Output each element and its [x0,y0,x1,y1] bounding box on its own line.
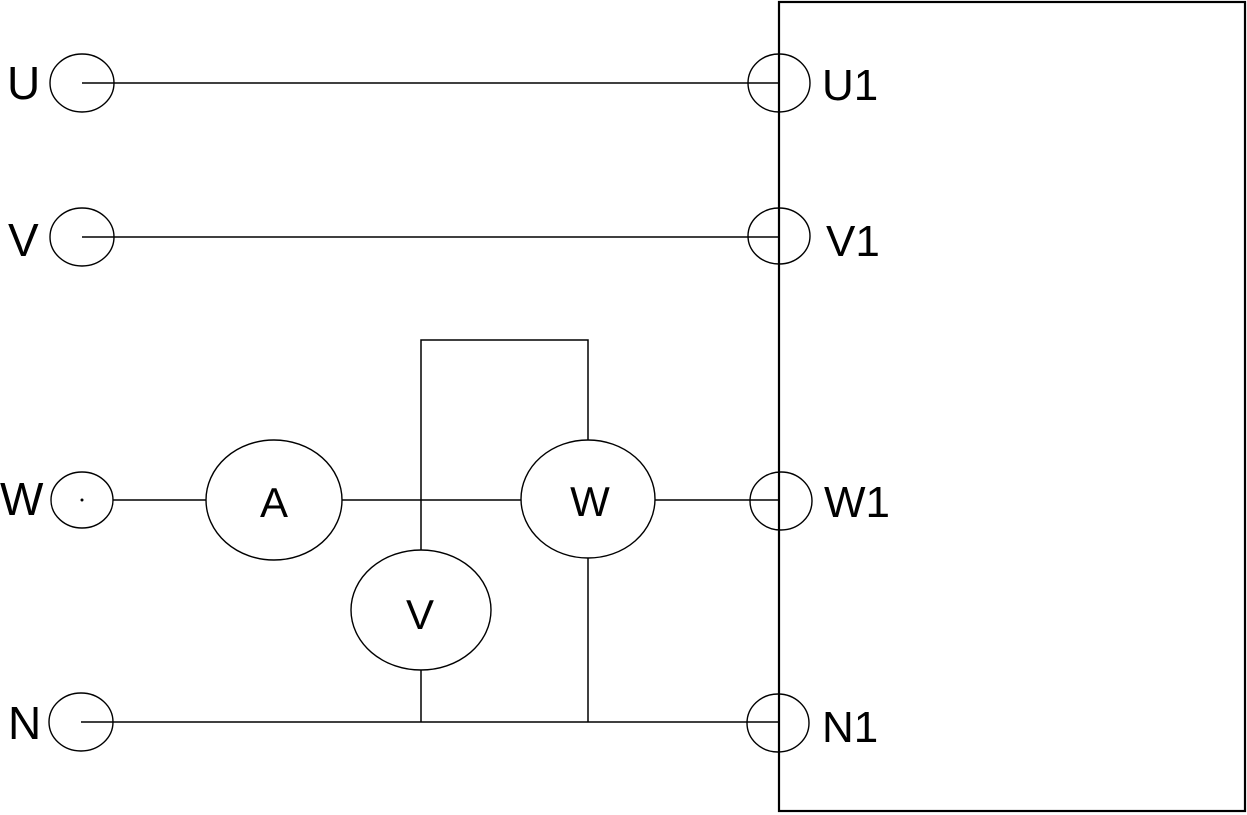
terminal-v: V [8,207,115,267]
load-terminals: U1 V1 W1 N1 [746,53,890,753]
terminal-v1-label: V1 [826,217,880,266]
terminal-u-circle [49,53,115,113]
terminal-w-center-dot [80,498,84,502]
voltmeter-circle [350,549,492,671]
terminal-u1-circle [747,53,811,113]
ammeter-circle [205,439,343,561]
wattmeter: W [520,439,656,559]
ammeter-label: A [260,479,288,526]
wire-wattmeter-voltage-bridge [420,339,589,500]
terminal-n-label: N [8,697,41,749]
terminal-w-label: W [0,473,44,525]
terminal-w: W [0,471,114,529]
terminal-u1-label: U1 [822,61,878,110]
terminal-n1: N1 [746,693,878,753]
terminal-v1: V1 [747,207,880,266]
ammeter: A [205,439,343,561]
terminal-n1-label: N1 [822,703,878,752]
wires [81,82,779,723]
terminal-n-circle [48,692,114,752]
terminal-u1: U1 [747,53,878,113]
wattmeter-label: W [570,478,610,525]
voltmeter-label: V [406,591,434,638]
source-terminals: U V W N [0,53,115,752]
terminal-u: U [7,53,115,113]
load-device-box [777,0,1247,813]
wattmeter-circle [520,439,656,559]
meters: A W V [205,439,656,671]
terminal-n: N [8,692,114,752]
terminal-w1: W1 [749,471,890,531]
terminal-w-circle [50,471,114,529]
voltmeter: V [350,549,492,671]
terminal-v1-circle [747,207,811,265]
terminal-v-label: V [8,214,39,266]
terminal-u-label: U [7,57,40,109]
terminal-w1-circle [749,471,813,531]
terminal-w1-label: W1 [824,478,890,527]
terminal-n1-circle [746,693,810,753]
terminal-v-circle [49,207,115,267]
